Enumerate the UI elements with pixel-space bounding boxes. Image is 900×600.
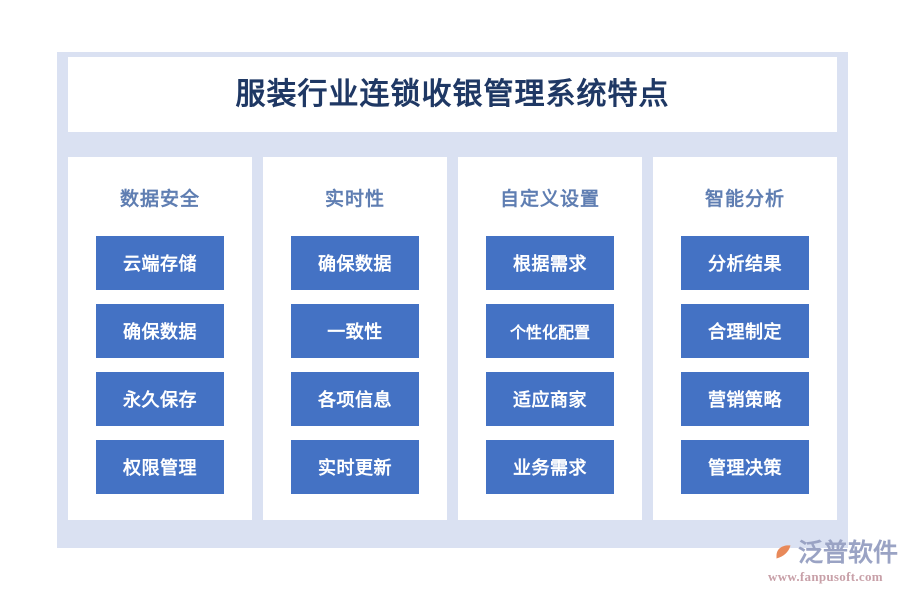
brand-logo: 泛普软件 www.fanpusoft.com — [766, 538, 898, 590]
feature-chip[interactable]: 管理决策 — [681, 440, 809, 494]
title-card: 服装行业连锁收银管理系统特点 — [68, 57, 837, 132]
feature-column-custom-settings: 自定义设置 根据需求 个性化配置 适应商家 业务需求 — [458, 157, 642, 520]
feature-chip[interactable]: 实时更新 — [291, 440, 419, 494]
feature-chip[interactable]: 权限管理 — [96, 440, 224, 494]
page-title: 服装行业连锁收银管理系统特点 — [235, 77, 670, 111]
column-item-list: 根据需求 个性化配置 适应商家 业务需求 — [486, 236, 614, 494]
feature-chip[interactable]: 业务需求 — [486, 440, 614, 494]
feature-chip[interactable]: 永久保存 — [96, 372, 224, 426]
feature-chip[interactable]: 合理制定 — [681, 304, 809, 358]
feature-column-data-security: 数据安全 云端存储 确保数据 永久保存 权限管理 — [68, 157, 252, 520]
feature-chip[interactable]: 各项信息 — [291, 372, 419, 426]
column-header: 智能分析 — [704, 189, 785, 210]
feature-chip[interactable]: 适应商家 — [486, 372, 614, 426]
column-item-list: 分析结果 合理制定 营销策略 管理决策 — [681, 236, 809, 494]
feature-chip[interactable]: 根据需求 — [486, 236, 614, 290]
brand-url: www.fanpusoft.com — [768, 569, 883, 584]
feature-chip[interactable]: 云端存储 — [96, 236, 224, 290]
column-header: 数据安全 — [119, 189, 200, 210]
feature-chip[interactable]: 一致性 — [291, 304, 419, 358]
column-header: 自定义设置 — [499, 189, 600, 210]
column-header: 实时性 — [324, 189, 385, 210]
feature-column-realtime: 实时性 确保数据 一致性 各项信息 实时更新 — [263, 157, 447, 520]
feature-chip[interactable]: 个性化配置 — [486, 304, 614, 358]
feature-chip[interactable]: 确保数据 — [96, 304, 224, 358]
feature-chip[interactable]: 确保数据 — [291, 236, 419, 290]
feature-chip[interactable]: 营销策略 — [681, 372, 809, 426]
feature-column-smart-analysis: 智能分析 分析结果 合理制定 营销策略 管理决策 — [653, 157, 837, 520]
feature-chip[interactable]: 分析结果 — [681, 236, 809, 290]
column-item-list: 确保数据 一致性 各项信息 实时更新 — [291, 236, 419, 494]
fanpu-logo-icon — [771, 541, 791, 567]
feature-columns: 数据安全 云端存储 确保数据 永久保存 权限管理 实时性 确保数据 一致性 各项… — [68, 157, 837, 520]
brand-name: 泛普软件 — [798, 539, 899, 567]
column-item-list: 云端存储 确保数据 永久保存 权限管理 — [96, 236, 224, 494]
